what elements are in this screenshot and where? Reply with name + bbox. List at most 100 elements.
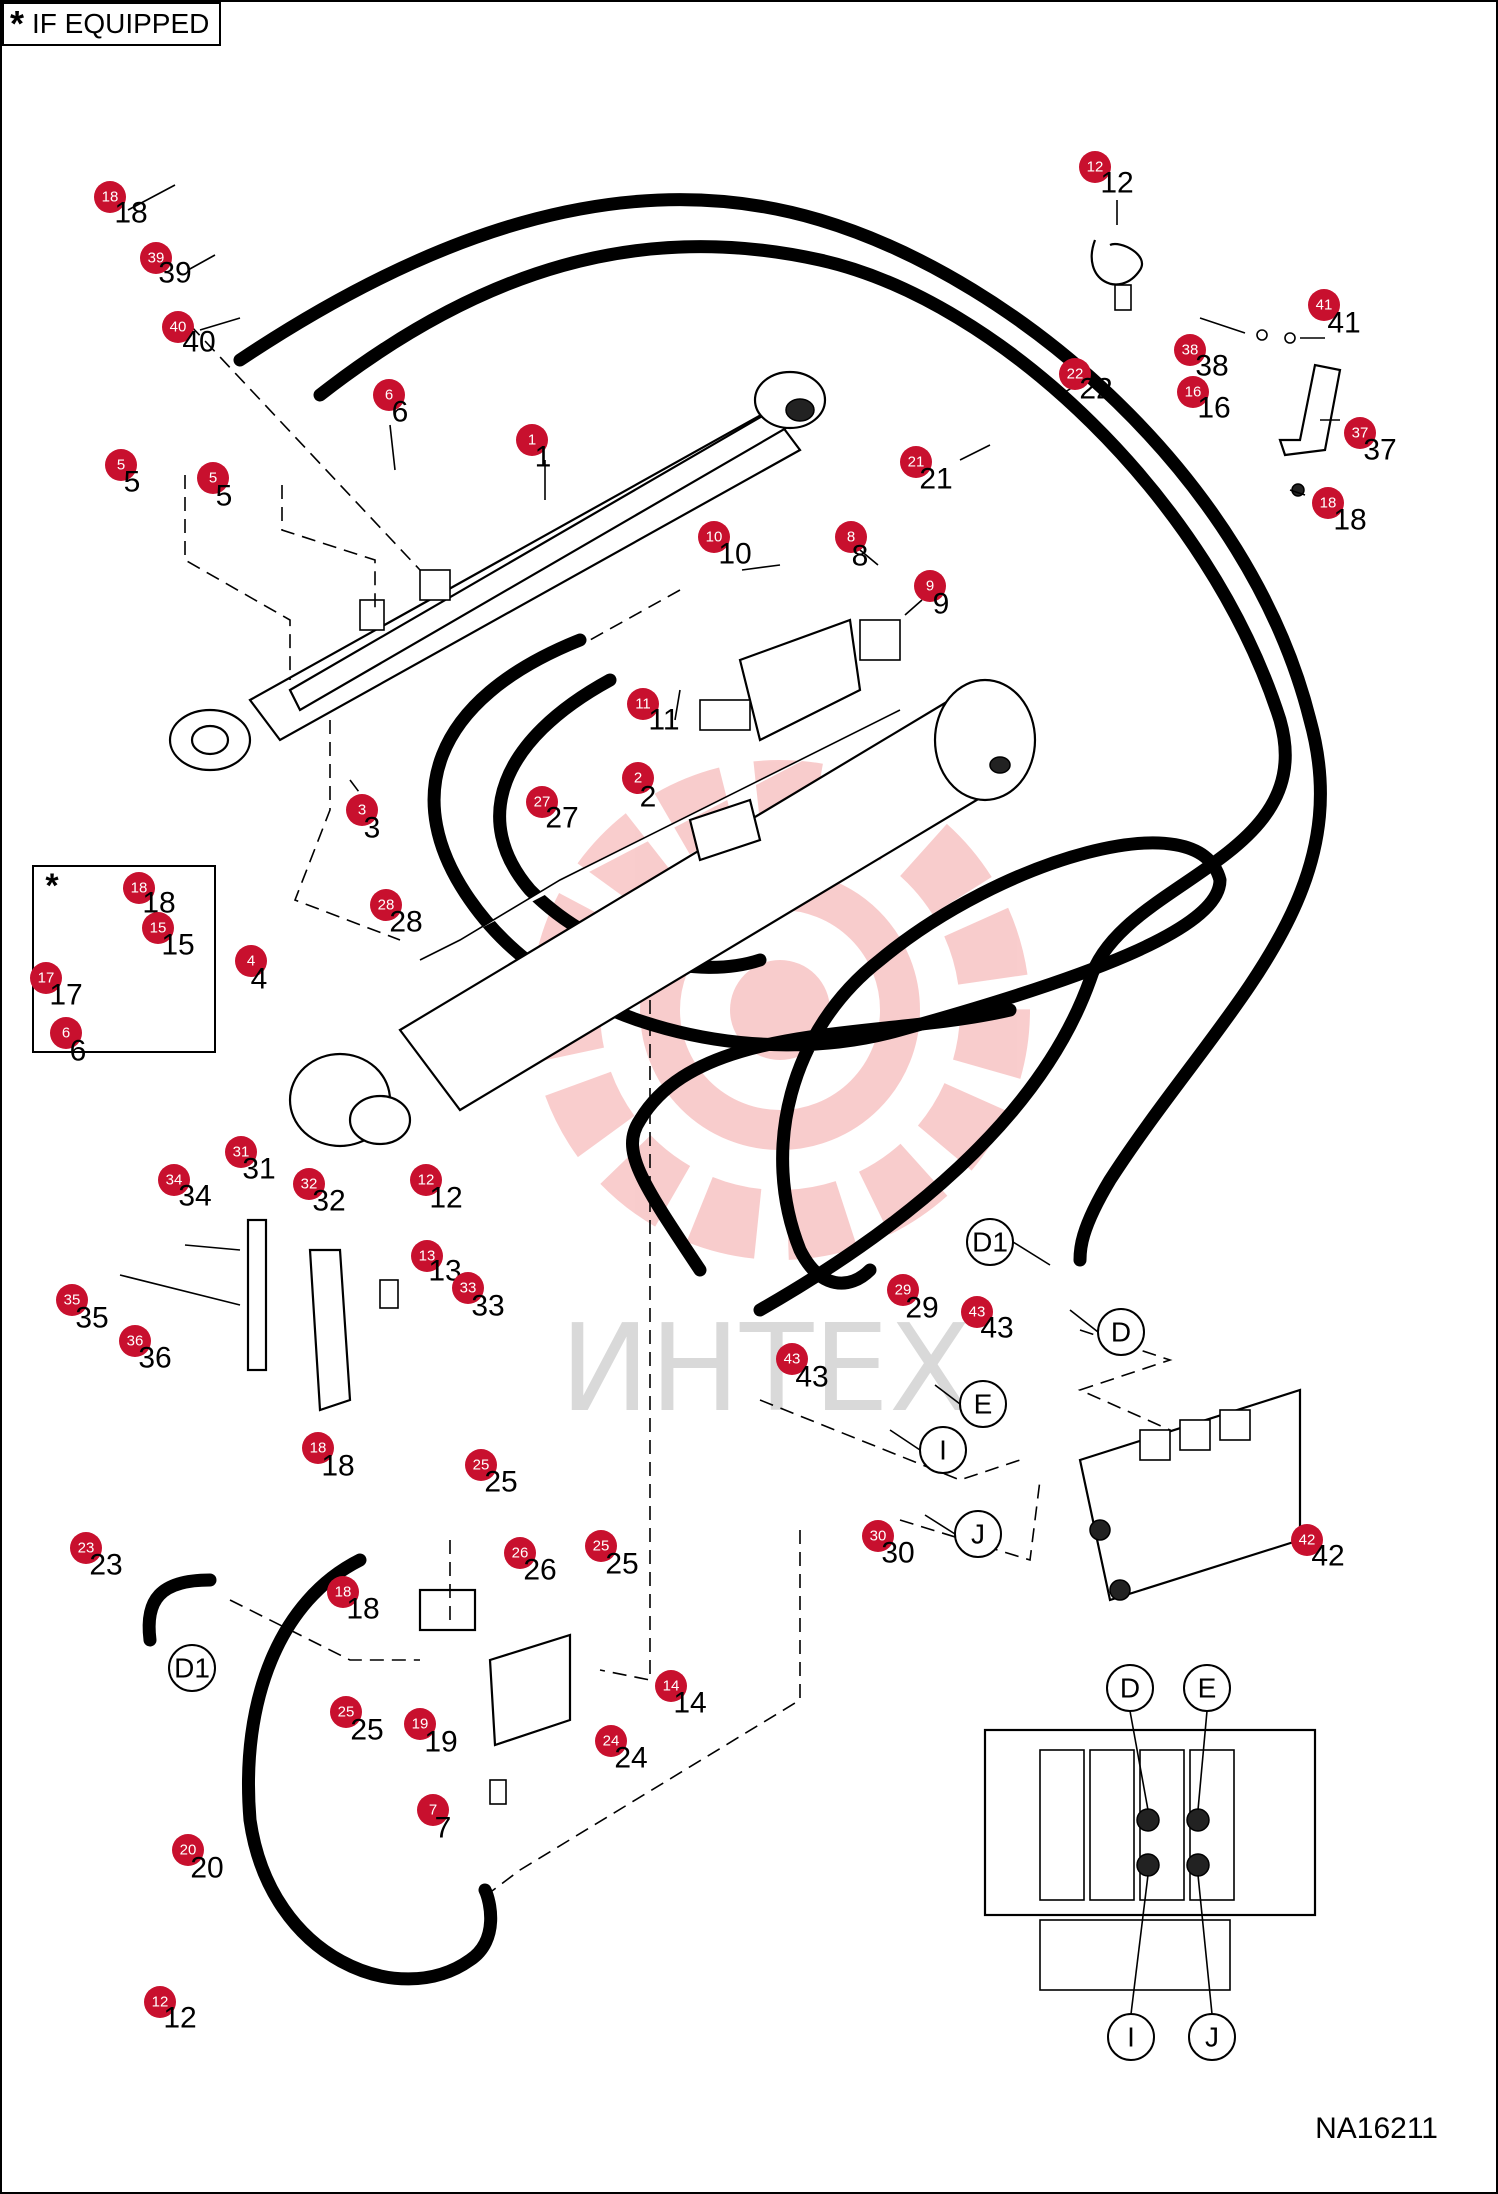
svg-text:40: 40: [182, 326, 215, 359]
callout-8: 88: [835, 521, 868, 573]
callout-1: 11: [516, 424, 551, 474]
svg-text:I: I: [1127, 2022, 1135, 2053]
svg-text:2: 2: [640, 781, 657, 814]
guide-lines: [184, 324, 1173, 1901]
svg-text:26: 26: [523, 1554, 556, 1587]
svg-text:43: 43: [969, 1304, 986, 1321]
svg-text:38: 38: [1182, 342, 1199, 359]
svg-text:21: 21: [919, 463, 952, 496]
svg-text:6: 6: [70, 1035, 87, 1068]
svg-text:7: 7: [435, 1812, 452, 1845]
svg-text:26: 26: [512, 1545, 529, 1562]
port-list: D1 D E I J D1 D E I J: [168, 1218, 1236, 2061]
svg-text:25: 25: [605, 1548, 638, 1581]
port-d-detail: D: [1106, 1664, 1154, 1712]
svg-text:25: 25: [593, 1538, 610, 1555]
svg-text:23: 23: [78, 1540, 95, 1557]
svg-text:41: 41: [1316, 297, 1333, 314]
svg-text:18: 18: [310, 1440, 327, 1457]
watermark-text: ИНТЕХ: [560, 1300, 971, 1439]
svg-text:25: 25: [338, 1704, 355, 1721]
svg-text:27: 27: [534, 794, 551, 811]
svg-text:27: 27: [545, 802, 578, 835]
svg-text:17: 17: [38, 970, 55, 987]
inset-box: [32, 865, 216, 1053]
valve-block: [688, 618, 901, 862]
svg-text:10: 10: [706, 529, 723, 546]
svg-text:E: E: [974, 1389, 993, 1420]
legend-text: IF EQUIPPED: [32, 8, 210, 39]
inset-star: *: [45, 867, 59, 905]
svg-text:24: 24: [603, 1733, 620, 1750]
port-e-upper: E: [959, 1380, 1007, 1428]
svg-text:12: 12: [1100, 167, 1133, 200]
svg-text:25: 25: [484, 1466, 517, 1499]
callout-9: 99: [914, 570, 949, 621]
svg-text:J: J: [971, 1519, 985, 1550]
svg-text:18: 18: [346, 1593, 379, 1626]
svg-text:32: 32: [301, 1176, 318, 1193]
svg-text:31: 31: [233, 1144, 250, 1161]
svg-text:37: 37: [1352, 425, 1369, 442]
svg-text:18: 18: [114, 197, 147, 230]
svg-text:4: 4: [247, 953, 255, 970]
port-i-upper: I: [919, 1426, 967, 1474]
svg-text:2: 2: [634, 770, 642, 787]
leader-lines: [127, 184, 1340, 721]
svg-text:4: 4: [251, 963, 268, 996]
svg-text:12: 12: [163, 2002, 196, 2035]
svg-text:19: 19: [424, 1726, 457, 1759]
svg-text:J: J: [1205, 2022, 1219, 2053]
svg-text:29: 29: [905, 1292, 938, 1325]
svg-text:1: 1: [535, 441, 552, 474]
legend-star: *: [10, 3, 25, 44]
svg-text:5: 5: [209, 470, 217, 487]
svg-text:3: 3: [364, 812, 381, 845]
svg-text:17: 17: [49, 979, 82, 1012]
callout-4: 44: [235, 945, 267, 996]
svg-text:3: 3: [358, 802, 366, 819]
svg-text:32: 32: [312, 1185, 345, 1218]
svg-text:28: 28: [378, 897, 395, 914]
port-j-upper: J: [954, 1510, 1002, 1558]
svg-text:14: 14: [673, 1687, 706, 1720]
svg-text:18: 18: [131, 880, 148, 897]
svg-text:13: 13: [419, 1248, 436, 1265]
svg-text:15: 15: [150, 920, 167, 937]
svg-text:23: 23: [89, 1549, 122, 1582]
cylinder-upper: [168, 370, 827, 772]
svg-text:8: 8: [847, 529, 855, 546]
svg-text:16: 16: [1197, 392, 1230, 425]
svg-text:5: 5: [216, 480, 233, 513]
callout-7: 77: [417, 1794, 451, 1845]
svg-text:36: 36: [138, 1342, 171, 1375]
svg-text:39: 39: [148, 250, 165, 267]
svg-text:18: 18: [335, 1584, 352, 1601]
svg-text:22: 22: [1079, 373, 1112, 406]
svg-text:18: 18: [321, 1450, 354, 1483]
svg-text:31: 31: [242, 1153, 275, 1186]
svg-text:11: 11: [648, 704, 679, 737]
svg-text:9: 9: [933, 588, 950, 621]
